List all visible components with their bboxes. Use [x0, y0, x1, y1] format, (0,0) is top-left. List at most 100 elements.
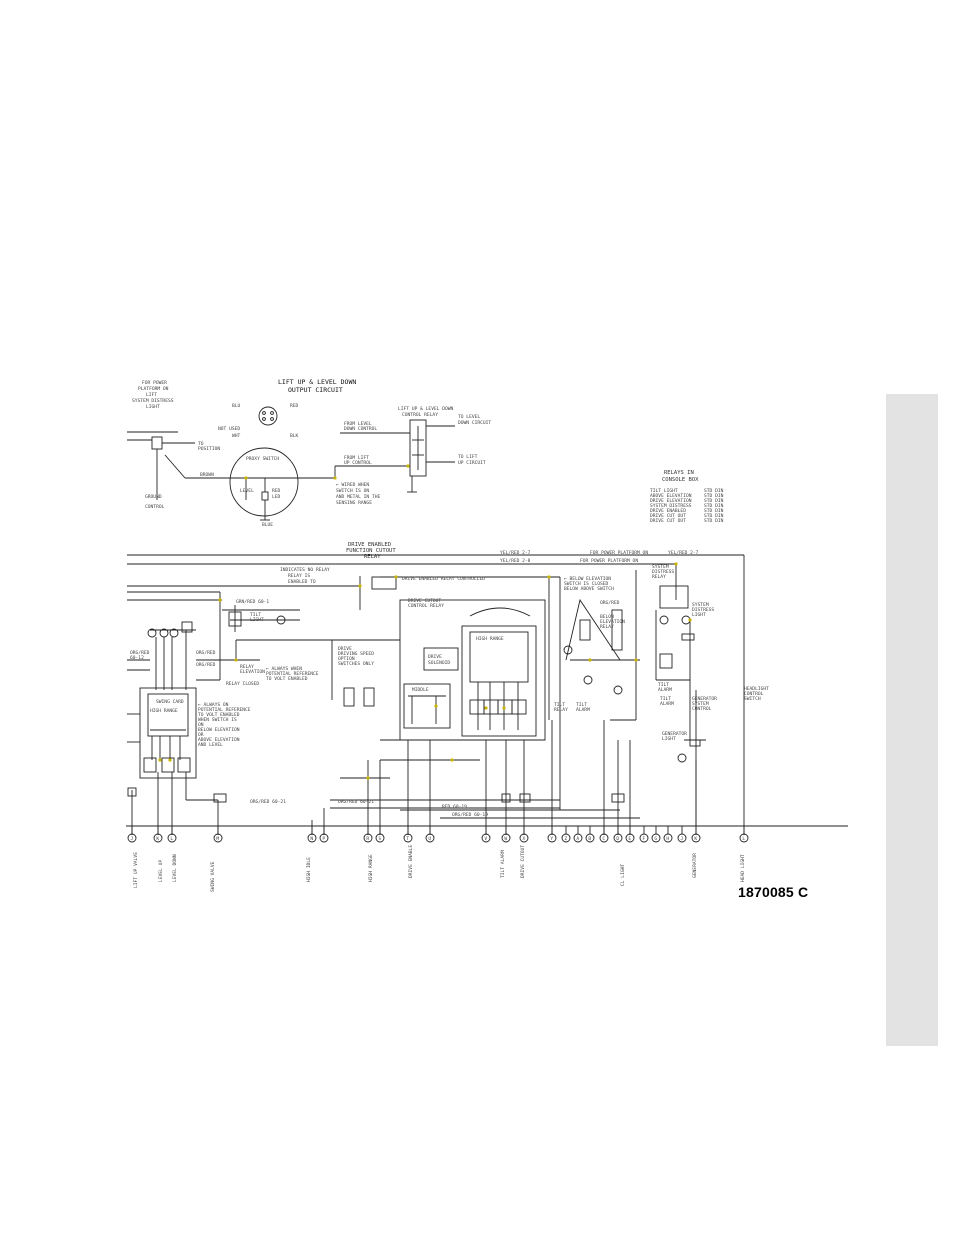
- svg-text:LIGHT: LIGHT: [146, 404, 160, 410]
- svg-text:SYSTEM: SYSTEM: [692, 602, 709, 608]
- left-note: FOR POWER PLATFORM ON LIFT SYSTEM DISTRE…: [132, 380, 174, 410]
- svg-text:PLATFORM ON: PLATFORM ON: [138, 386, 169, 392]
- svg-text:ORG/RED: ORG/RED: [196, 662, 216, 668]
- svg-text:FOR POWER PLATFORM ON: FOR POWER PLATFORM ON: [580, 558, 638, 564]
- svg-text:INDICATES NO RELAY: INDICATES NO RELAY: [280, 567, 330, 573]
- connector-pin-letter: B: [588, 836, 591, 842]
- svg-text:ENABLED TO: ENABLED TO: [288, 579, 316, 585]
- svg-text:RELAY CLOSED: RELAY CLOSED: [226, 681, 259, 687]
- svg-text:STD DIN: STD DIN: [704, 498, 724, 504]
- svg-text:60-12: 60-12: [130, 655, 144, 661]
- main-circuit: DRIVE ENABLED FUNCTION CUTOUT RELAY YEL/…: [127, 542, 769, 835]
- svg-text:SYSTEM: SYSTEM: [652, 564, 669, 570]
- svg-text:CONTROL: CONTROL: [744, 691, 764, 697]
- svg-text:DISTRESS: DISTRESS: [652, 569, 674, 575]
- svg-text:RELAY: RELAY: [240, 664, 254, 670]
- connector-pin-letter: S: [378, 836, 381, 842]
- svg-text:ALARM: ALARM: [660, 701, 674, 707]
- svg-text:TO: TO: [198, 441, 204, 447]
- svg-text:DRIVE CUTOUT: DRIVE CUTOUT: [520, 845, 526, 878]
- svg-text:LIFT UP & LEVEL DOWN: LIFT UP & LEVEL DOWN: [398, 406, 454, 412]
- svg-text:TILT LIGHT: TILT LIGHT: [650, 488, 678, 494]
- svg-text:RED 60-19: RED 60-19: [442, 804, 467, 810]
- connector-pin-letter: D: [616, 836, 619, 842]
- ground-note-2: CONTROL: [145, 504, 165, 510]
- svg-text:ORG/RED: ORG/RED: [130, 650, 150, 656]
- svg-text:AND LEVEL: AND LEVEL: [198, 742, 223, 748]
- svg-text:RED: RED: [290, 403, 299, 409]
- svg-text:TILT: TILT: [576, 702, 587, 708]
- high-range-block: [461, 625, 537, 737]
- svg-text:HEAD LIGHT: HEAD LIGHT: [740, 854, 746, 882]
- svg-text:DRIVE CUTOUT: DRIVE CUTOUT: [408, 598, 441, 604]
- svg-text:ORG/RED 60-19: ORG/RED 60-19: [452, 812, 488, 818]
- svg-text:LIGHT: LIGHT: [250, 617, 264, 623]
- svg-text:CL LIGHT: CL LIGHT: [620, 864, 626, 886]
- side-tab: [886, 394, 938, 1046]
- middle-block: [403, 683, 451, 729]
- drive-control-block: [399, 599, 546, 741]
- svg-text:UP CIRCUIT: UP CIRCUIT: [458, 460, 486, 466]
- svg-text:BROWN: BROWN: [200, 472, 214, 478]
- svg-text:YEL/RED 2-7: YEL/RED 2-7: [668, 550, 699, 556]
- svg-text:POTENTIAL REFERENCE: POTENTIAL REFERENCE: [198, 707, 251, 713]
- connector-pin-letter: Y: [550, 836, 553, 842]
- svg-text:STD DIN: STD DIN: [704, 503, 724, 509]
- svg-text:CONTROL RELAY: CONTROL RELAY: [408, 603, 444, 609]
- system-distress-relay: [659, 585, 689, 609]
- drawing-number: 1870085 C: [738, 884, 809, 900]
- proxy-switch: [229, 447, 299, 517]
- svg-text:OPTION: OPTION: [338, 656, 355, 662]
- svg-text:TILT ALARM: TILT ALARM: [500, 850, 506, 878]
- svg-text:STD DIN: STD DIN: [704, 508, 724, 514]
- svg-text:DRIVE CUT OUT: DRIVE CUT OUT: [650, 518, 686, 524]
- svg-text:DISTRESS: DISTRESS: [692, 607, 714, 613]
- svg-text:DRIVE ENABLED: DRIVE ENABLED: [650, 508, 686, 514]
- svg-text:ABOVE ELEVATION: ABOVE ELEVATION: [650, 493, 692, 499]
- svg-text:AND METAL IN THE: AND METAL IN THE: [336, 494, 380, 500]
- relays-box: RELAYS IN CONSOLE BOX TILT LIGHT ABOVE E…: [650, 470, 724, 524]
- circuit-title-line1: LIFT UP & LEVEL DOWN: [278, 378, 356, 386]
- svg-text:WHEN SWITCH IS: WHEN SWITCH IS: [198, 717, 237, 723]
- svg-text:BLUE: BLUE: [262, 522, 273, 528]
- svg-text:LIGHT: LIGHT: [692, 612, 706, 618]
- svg-text:RELAY: RELAY: [554, 707, 568, 713]
- svg-text:STD DIN: STD DIN: [704, 513, 724, 519]
- svg-text:FROM LIFT: FROM LIFT: [344, 455, 369, 461]
- svg-text:RELAY: RELAY: [600, 624, 614, 630]
- svg-text:ALARM: ALARM: [658, 687, 672, 693]
- svg-text:DRIVING SPEED: DRIVING SPEED: [338, 651, 374, 657]
- connector-pin-letter: L: [170, 836, 173, 842]
- connector-pin-letter: V: [484, 836, 487, 842]
- svg-text:STD DIN: STD DIN: [704, 493, 724, 499]
- connector-plug: [258, 406, 278, 426]
- svg-text:GENERATOR: GENERATOR: [692, 696, 717, 702]
- svg-text:GENERATOR: GENERATOR: [692, 853, 698, 878]
- svg-text:SWITCH: SWITCH: [744, 696, 761, 702]
- svg-text:TILT: TILT: [250, 612, 261, 618]
- svg-text:ORG/RED 60-21: ORG/RED 60-21: [250, 799, 286, 805]
- svg-text:BELOW: BELOW: [600, 614, 614, 620]
- svg-text:TILT: TILT: [658, 682, 669, 688]
- svg-text:RELAY: RELAY: [652, 574, 666, 580]
- svg-text:MIDDLE: MIDDLE: [412, 687, 429, 693]
- svg-text:← ALWAYS ON: ← ALWAYS ON: [198, 702, 229, 708]
- drive-enabled-relay: [371, 576, 397, 590]
- svg-text:WHT: WHT: [232, 433, 241, 439]
- svg-text:GENERATOR: GENERATOR: [662, 731, 687, 737]
- svg-text:DOWN CIRCUIT: DOWN CIRCUIT: [458, 420, 491, 426]
- svg-text:DRIVE ENABLED: DRIVE ENABLED: [348, 542, 391, 548]
- svg-text:GRN/RED 60-1: GRN/RED 60-1: [236, 599, 269, 605]
- svg-text:TO VOLT ENABLED: TO VOLT ENABLED: [266, 676, 308, 682]
- connector-pin-letter: E: [628, 836, 631, 842]
- svg-text:DRIVE: DRIVE: [428, 654, 442, 660]
- svg-text:HIGH RANGE: HIGH RANGE: [476, 636, 504, 642]
- svg-text:UP CONTROL: UP CONTROL: [344, 460, 372, 466]
- connector-pin-letter: W: [504, 836, 507, 842]
- svg-text:ALARM: ALARM: [576, 707, 590, 713]
- connector-pin-letter: R: [366, 836, 369, 842]
- svg-text:SENSING RANGE: SENSING RANGE: [336, 500, 372, 506]
- svg-text:← ALWAYS WHEN: ← ALWAYS WHEN: [266, 666, 302, 672]
- svg-text:SYSTEM DISTRESS: SYSTEM DISTRESS: [132, 398, 174, 404]
